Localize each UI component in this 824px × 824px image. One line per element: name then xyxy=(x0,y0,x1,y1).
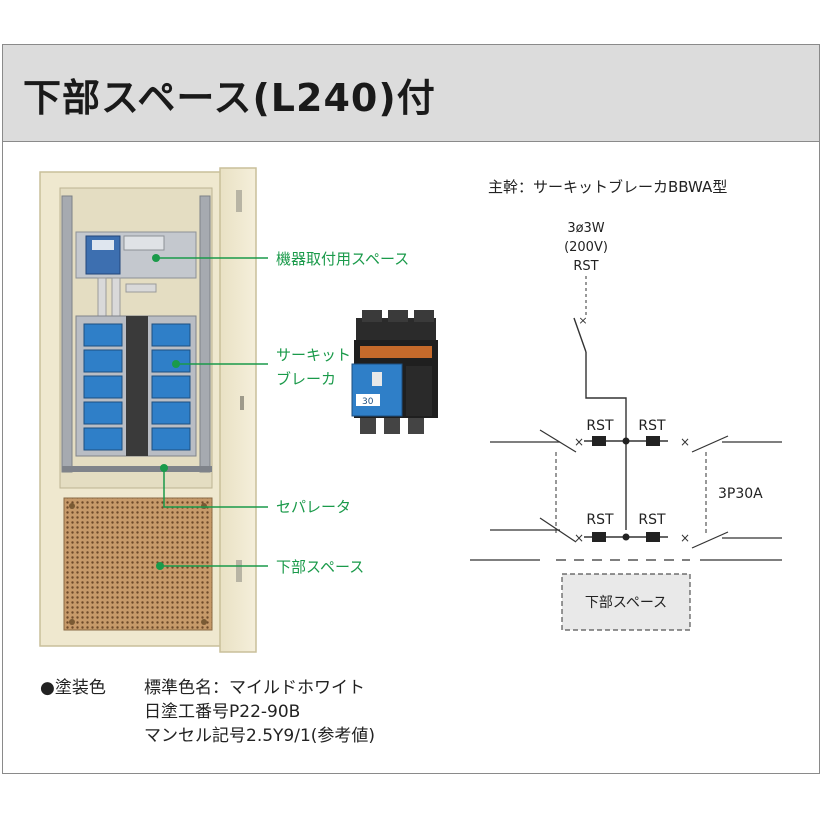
center-busbar xyxy=(126,316,148,456)
rst-label-upper-right: RST xyxy=(638,418,666,434)
lower-space-panel xyxy=(63,497,213,631)
svg-text:×: × xyxy=(578,314,587,327)
rst-label-lower-right: RST xyxy=(638,512,666,528)
callout-breaker-line2: ブレーカ xyxy=(276,370,336,388)
supply-line2: (200V) xyxy=(564,240,608,255)
separator-plate xyxy=(62,466,212,472)
main-switch-blade xyxy=(573,317,587,353)
svg-text:×: × xyxy=(574,435,584,449)
right-rail xyxy=(199,195,211,473)
bbwa-breaker-photo: 30 xyxy=(351,310,438,434)
header-bar: 下部スペース(L240)付 xyxy=(3,45,819,142)
supply-line3: RST xyxy=(573,259,598,274)
callout-breaker-line1: サーキット xyxy=(276,346,351,364)
branch-breakers-left xyxy=(83,323,123,451)
paint-munsell: マンセル記号2.5Y9/1(参考値) xyxy=(144,726,376,746)
branch-rating-label: 3P30A xyxy=(718,486,763,502)
paint-standard-color: 標準色名：マイルドホワイト xyxy=(144,678,365,698)
left-rail xyxy=(61,195,73,473)
branch-breakers-right xyxy=(151,323,191,451)
door-hinge-bottom xyxy=(236,560,242,582)
callout-separator: セパレータ xyxy=(276,498,351,516)
paint-jpma-number: 日塗工番号P22-90B xyxy=(144,702,301,722)
rst-label-upper-left: RST xyxy=(586,418,614,434)
svg-text:×: × xyxy=(680,531,690,545)
supply-line1: 3ø3W xyxy=(567,221,604,236)
breaker-top-terminals xyxy=(356,318,436,340)
svg-text:×: × xyxy=(680,435,690,449)
lower-space-box xyxy=(561,573,691,631)
rst-label-lower-left: RST xyxy=(586,512,614,528)
svg-text:×: × xyxy=(574,531,584,545)
cabinet-illustration xyxy=(39,167,257,653)
door-hinge-top xyxy=(236,190,242,212)
breaker-front-label xyxy=(351,363,403,417)
breaker-rating-label: 30 xyxy=(362,397,374,407)
door-latch xyxy=(240,396,244,410)
callout-equipment-space: 機器取付用スペース xyxy=(276,250,409,268)
paint-heading: ●塗装色 xyxy=(40,678,106,698)
main-breaker-type-label: 主幹：サーキットブレーカBBWA型 xyxy=(488,178,727,196)
lower-space-box-label: 下部スペース xyxy=(585,595,667,611)
callout-leaders xyxy=(152,254,268,570)
schematic: × × × × × xyxy=(470,276,782,631)
callout-lower-space: 下部スペース xyxy=(276,558,364,576)
main-feeder-line xyxy=(585,352,627,530)
page-title: 下部スペース(L240)付 xyxy=(23,76,436,120)
